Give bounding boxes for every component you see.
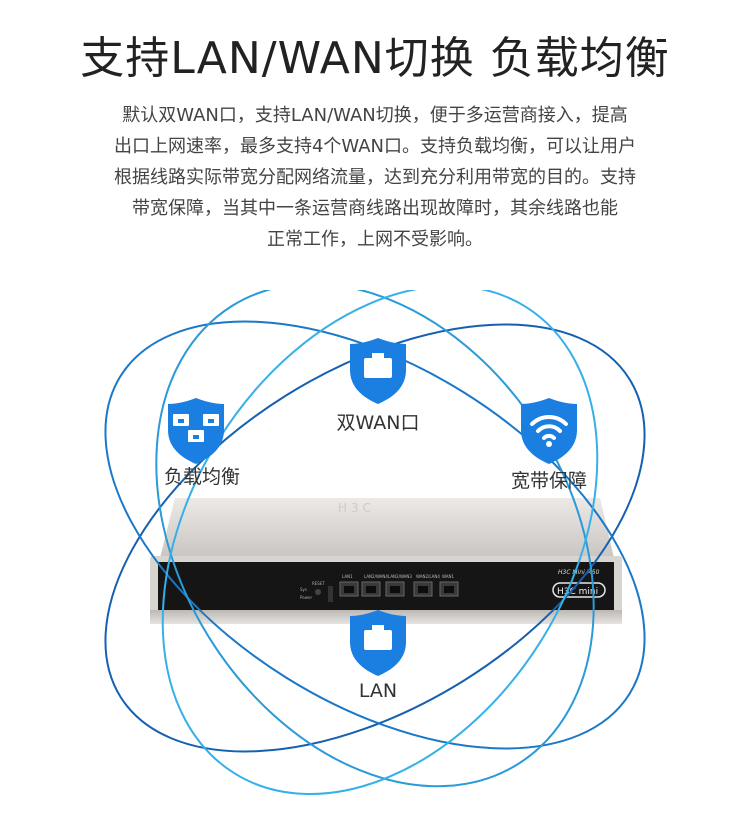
page-title: 支持LAN/WAN切换 负载均衡 bbox=[80, 33, 670, 84]
port-label: LAN3/WAN3 bbox=[388, 574, 412, 579]
load-balance-label: 负载均衡 bbox=[163, 466, 241, 488]
description-line: 默认双WAN口，支持LAN/WAN切换，便于多运营商接入，提高 bbox=[122, 105, 628, 126]
dual-wan-label: 双WAN口 bbox=[336, 412, 420, 434]
lan-icon bbox=[350, 610, 406, 676]
description-line: 带宽保障，当其中一条运营商线路出现故障时，其余线路也能 bbox=[132, 198, 618, 219]
port-label: LAN2/WAN4 bbox=[364, 574, 388, 579]
dual-wan-icon bbox=[350, 338, 406, 404]
port-label: LAN1 bbox=[342, 574, 353, 579]
led-label-sys: Sys bbox=[300, 587, 307, 592]
load-balance-icon bbox=[168, 398, 224, 464]
ethernet-port-socket bbox=[344, 586, 354, 593]
ethernet-port-socket bbox=[444, 586, 454, 593]
port-label: WAN2/LAN4 bbox=[416, 574, 440, 579]
led-strip bbox=[328, 586, 333, 602]
ethernet-port-socket bbox=[418, 586, 428, 593]
top-logo: H3C bbox=[338, 501, 375, 515]
description-line: 根据线路实际带宽分配网络流量，达到充分利用带宽的目的。支持 bbox=[114, 167, 636, 188]
description-line: 出口上网速率，最多支持4个WAN口。支持负载均衡，可以让用户 bbox=[113, 136, 637, 157]
ethernet-port-socket bbox=[366, 586, 376, 593]
model-label: H3C Mini M50 bbox=[558, 569, 600, 576]
wifi-icon bbox=[521, 398, 577, 464]
lan-label: LAN bbox=[358, 680, 398, 702]
port-label: WAN1 bbox=[442, 574, 454, 579]
orbit-ring bbox=[104, 320, 646, 750]
ethernet-port-socket bbox=[390, 586, 400, 593]
router-top-panel bbox=[160, 498, 614, 558]
orbit-ring bbox=[104, 323, 646, 753]
reset-button bbox=[315, 589, 321, 595]
led-label-power: Power bbox=[300, 595, 312, 600]
description-line: 正常工作，上网不受影响。 bbox=[267, 229, 483, 250]
bandwidth-label: 宽带保障 bbox=[510, 470, 588, 492]
description: 默认双WAN口，支持LAN/WAN切换，便于多运营商接入，提高 出口上网速率，最… bbox=[40, 100, 710, 255]
reset-label: RESET bbox=[312, 581, 325, 586]
brand-logo: H3C mini bbox=[557, 587, 598, 597]
